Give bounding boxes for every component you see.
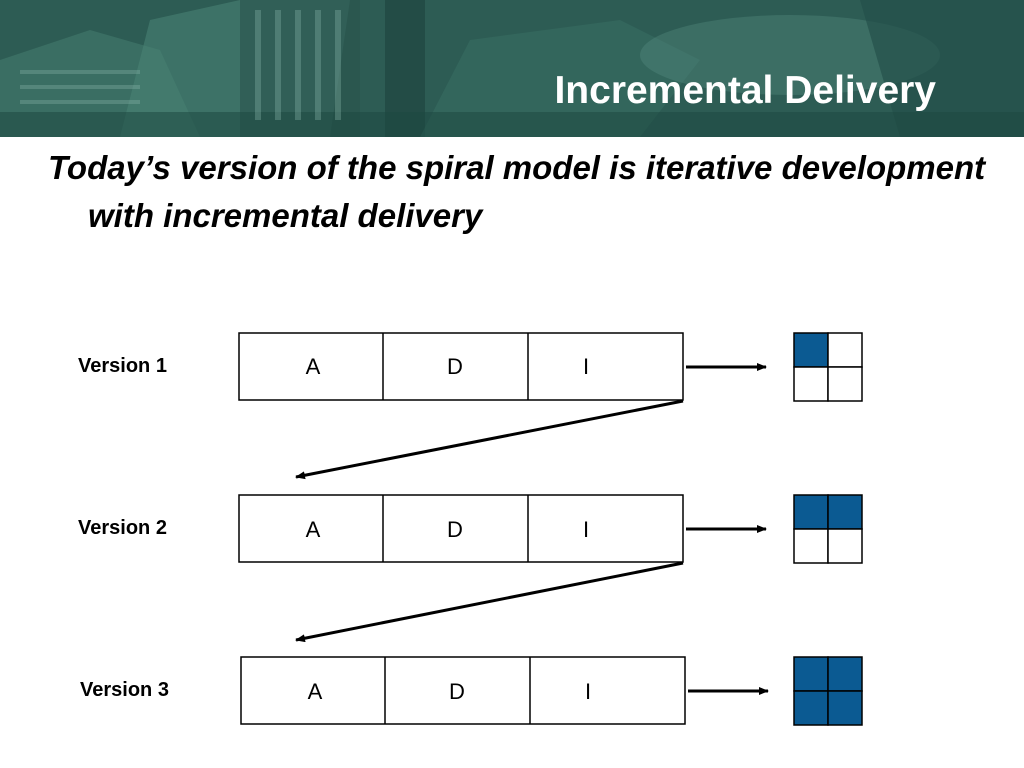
version-1-cell-4 [827, 366, 863, 402]
version-1-phase-bar: A D I [238, 332, 684, 401]
version-1-phase-a: A [306, 354, 321, 379]
version-2-label: Version 2 [78, 517, 167, 539]
version-3-increment-grid [793, 656, 863, 726]
version-3-phase-a: A [308, 679, 323, 704]
slide-title: Incremental Delivery [554, 69, 936, 112]
version-2-increment-grid [793, 494, 863, 564]
version-2-cell-3 [793, 528, 829, 564]
version-3-phase-d: D [449, 679, 465, 704]
version-2-phase-d: D [447, 517, 463, 542]
version-3-phase-bar: A D I [240, 656, 686, 725]
version-1-increment-grid [793, 332, 863, 402]
version-2-cell-1 [793, 494, 829, 530]
iteration-arrow-1-to-2 [295, 399, 684, 480]
version-1-phase-d: D [447, 354, 463, 379]
version-3-cell-3 [793, 690, 829, 726]
header-banner: Incremental Delivery [0, 0, 1024, 137]
version-2-cell-4 [827, 528, 863, 564]
version-3-cell-4 [827, 690, 863, 726]
iteration-arrow-2-to-3 [295, 561, 684, 643]
version-2-phase-a: A [306, 517, 321, 542]
slide-subtitle: Today’s version of the spiral model is i… [48, 149, 986, 234]
city-background-image [0, 0, 1024, 137]
version-3-cell-2 [827, 656, 863, 692]
version-1-cell-2 [827, 332, 863, 368]
version-2-phase-i: I [583, 517, 589, 542]
version-1-cell-1 [793, 332, 829, 368]
version-1-phase-i: I [583, 354, 589, 379]
version-3-phase-i: I [585, 679, 591, 704]
version-2-cell-2 [827, 494, 863, 530]
version-2-phase-bar: A D I [238, 494, 684, 563]
version-1-label: Version 1 [78, 355, 167, 377]
version-3-label: Version 3 [80, 679, 169, 701]
version-1-cell-3 [793, 366, 829, 402]
version-3-cell-1 [793, 656, 829, 692]
